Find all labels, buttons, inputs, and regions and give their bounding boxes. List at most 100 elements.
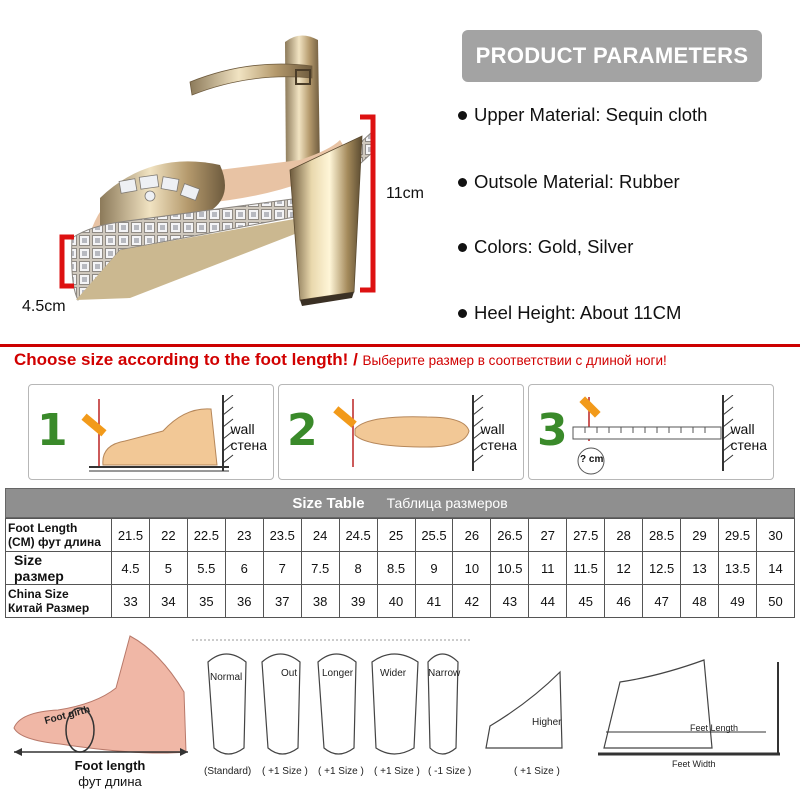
table-cell: 11.5 [566, 551, 606, 585]
table-cell: 12.5 [642, 551, 682, 585]
table-cell: 27.5 [566, 518, 606, 552]
bullet-icon [458, 177, 467, 187]
size-note-standard: (Standard) [204, 766, 252, 777]
param-outsole-material: Outsole Material: Rubber [458, 171, 680, 193]
choose-size-en: Choose size according to the foot length… [14, 350, 349, 369]
table-cell: 21.5 [111, 518, 150, 552]
table-cell: 47 [642, 584, 682, 618]
table-cell: 42 [452, 584, 492, 618]
table-cell: 4.5 [111, 551, 150, 585]
table-cell: 11 [528, 551, 568, 585]
param-colors: Colors: Gold, Silver [458, 236, 633, 258]
table-cell: 7 [262, 551, 302, 585]
table-cell: 25 [376, 518, 416, 552]
table-cell: 37 [262, 584, 302, 618]
choose-size-ru: Выберите размер в соответствии с длиной … [362, 353, 667, 368]
table-cell: 24.5 [338, 518, 378, 552]
table-cell: 40 [376, 584, 416, 618]
row-header: Foot Length(CM) фут длина [5, 518, 112, 552]
size-table-title-ru: Таблица размеров [386, 495, 508, 511]
table-cell: 22 [148, 518, 188, 552]
choose-size-separator: / [348, 350, 363, 369]
size-note-narrow: ( -1 Size ) [428, 766, 472, 777]
table-cell: 10.5 [490, 551, 530, 585]
table-cell: 6 [224, 551, 264, 585]
ruler-measure-icon [572, 396, 722, 475]
foot-type-longer: Longer [322, 668, 354, 679]
table-cell: 13.5 [718, 551, 757, 585]
table-cell: 24 [300, 518, 340, 552]
size-table: Size Table Таблица размеров Foot Length(… [5, 488, 796, 618]
feet-width-label: Feet Width [672, 759, 716, 769]
table-cell: 49 [718, 584, 757, 618]
sandal-illustration [59, 35, 376, 306]
heel-height-label: 11cm [386, 185, 424, 202]
bullet-icon [458, 110, 467, 120]
table-cell: 41 [414, 584, 454, 618]
bullet-icon [458, 242, 467, 252]
table-cell: 34 [148, 584, 188, 618]
foot-side-view-icon [81, 399, 229, 472]
table-cell: 30 [755, 518, 796, 552]
choose-size-heading: Choose size according to the foot length… [14, 350, 667, 370]
table-cell: 50 [755, 584, 796, 618]
foot-top-view-icon [333, 399, 470, 467]
param-heel-height: Heel Height: About 11CM [458, 302, 681, 324]
table-cell: 33 [111, 584, 150, 618]
feet-length-label: Feet Length [690, 723, 739, 733]
table-cell: 23.5 [262, 518, 302, 552]
param-upper-material: Upper Material: Sequin cloth [458, 104, 707, 126]
table-cell: 29 [680, 518, 719, 552]
step-number: 1 [37, 405, 68, 456]
table-cell: 5.5 [186, 551, 226, 585]
size-note-higher: ( +1 Size ) [514, 766, 560, 777]
wall-icon [222, 395, 234, 471]
table-cell: 38 [300, 584, 340, 618]
table-cell: 7.5 [300, 551, 340, 585]
product-parameters-title: PRODUCT PARAMETERS [462, 30, 762, 82]
platform-height-label: 4.5cm [22, 298, 66, 315]
table-cell: 28.5 [642, 518, 682, 552]
table-cell: 9 [414, 551, 454, 585]
table-cell: 26 [452, 518, 492, 552]
table-cell: 39 [338, 584, 378, 618]
table-cell: 29.5 [718, 518, 757, 552]
table-cell: 5 [148, 551, 188, 585]
foot-guide-illustrations [13, 635, 780, 756]
wall-icon [722, 395, 734, 471]
table-cell: 43 [490, 584, 530, 618]
table-cell: 13 [680, 551, 719, 585]
size-note-longer: ( +1 Size ) [318, 766, 364, 777]
size-table-title: Size Table [292, 494, 365, 512]
foot-type-normal: Normal [210, 672, 243, 683]
table-cell: 36 [224, 584, 264, 618]
table-cell: 8 [338, 551, 378, 585]
step-number: 3 [537, 405, 568, 456]
wall-icon [472, 395, 484, 471]
table-cell: 46 [604, 584, 644, 618]
table-cell: 45 [566, 584, 606, 618]
table-cell: 26.5 [490, 518, 530, 552]
table-cell: 27 [528, 518, 568, 552]
bullet-icon [458, 308, 467, 318]
table-cell: 8.5 [376, 551, 416, 585]
higher-instep-label: Higher [532, 717, 562, 728]
size-note-wider: ( +1 Size ) [374, 766, 420, 777]
foot-type-narrow: Narrow [428, 668, 461, 679]
foot-type-out: Out [281, 668, 298, 679]
table-cell: 35 [186, 584, 226, 618]
table-cell: 23 [224, 518, 264, 552]
table-cell: 22.5 [186, 518, 226, 552]
table-cell: 10 [452, 551, 492, 585]
